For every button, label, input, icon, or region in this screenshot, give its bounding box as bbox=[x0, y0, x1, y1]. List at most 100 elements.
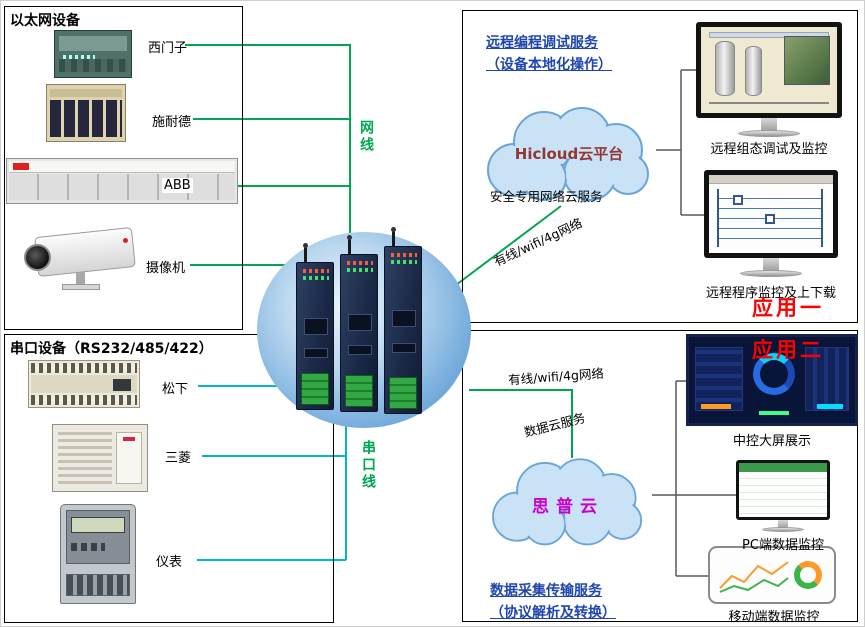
monitor-stand bbox=[763, 258, 779, 271]
gateway-port bbox=[392, 310, 416, 328]
ladder-screenshot bbox=[709, 175, 833, 253]
mitsubishi-led bbox=[123, 437, 135, 441]
bigscreen-accent bbox=[701, 404, 731, 409]
device-label-siemens: 西门子 bbox=[148, 41, 188, 56]
gateway-leds bbox=[303, 269, 329, 273]
ethernet-cable-label: 网线 bbox=[358, 120, 374, 154]
meter-lcd bbox=[71, 517, 125, 533]
monitor-base bbox=[738, 130, 800, 137]
siemens-panel bbox=[59, 36, 127, 51]
monitor2-label: 远程程序监控及上下载 bbox=[705, 286, 836, 301]
app2-box bbox=[462, 330, 858, 622]
gateway-device-3 bbox=[384, 227, 422, 414]
line-to-sipucloud bbox=[469, 389, 573, 458]
gateway-port bbox=[304, 318, 328, 336]
gateway-leds bbox=[347, 261, 373, 265]
scada-monitor-image bbox=[696, 22, 842, 137]
bigscreen-chart-left bbox=[695, 347, 743, 411]
app1-service-subtitle: （设备本地化操作） bbox=[486, 57, 612, 73]
ladder-monitor-image bbox=[704, 170, 838, 277]
camera-led bbox=[123, 238, 128, 243]
pc-monitor-image bbox=[736, 460, 830, 532]
bigscreen-accent bbox=[759, 411, 789, 415]
gateway-port bbox=[348, 345, 372, 356]
gateway-leds bbox=[391, 253, 417, 257]
mitsubishi-plc-image bbox=[52, 424, 148, 492]
abb-plc-image bbox=[6, 158, 238, 204]
schneider-rail bbox=[50, 89, 122, 97]
app1-box bbox=[462, 10, 858, 323]
meter-image bbox=[60, 504, 136, 604]
schneider-plc-image bbox=[46, 84, 126, 142]
abb-top-strip bbox=[9, 161, 235, 173]
device-label-mitsubishi: 三菱 bbox=[165, 451, 192, 466]
bigscreen-donut-chart bbox=[753, 353, 795, 395]
schneider-modules bbox=[50, 100, 122, 137]
gateway-device-1 bbox=[296, 243, 334, 410]
device-label-schneider: 施耐德 bbox=[152, 115, 192, 130]
sipucloud-cloud-shape: 思普云 bbox=[480, 450, 656, 550]
monitor-stand bbox=[761, 118, 777, 131]
bigscreen-label: 中控大屏展示 bbox=[732, 434, 811, 449]
gateway-leds bbox=[347, 268, 373, 272]
panasonic-plc-image bbox=[28, 360, 140, 408]
hicloud-cloud-shape: Hicloud云平台 bbox=[478, 98, 660, 206]
meter-buttons bbox=[71, 543, 105, 551]
antenna-icon bbox=[347, 235, 352, 255]
camera-mount bbox=[76, 272, 85, 285]
sipucloud-name: 思普云 bbox=[532, 497, 604, 517]
app1-badge: 应用一 bbox=[752, 296, 824, 320]
mobile-line-chart bbox=[719, 561, 789, 593]
camera-image bbox=[20, 224, 138, 294]
app1-cloud-caption: 安全专用网络云服务 bbox=[490, 189, 603, 204]
mobile-label: 移动端数据监控 bbox=[728, 610, 820, 625]
device-label-meter: 仪表 bbox=[156, 555, 183, 570]
gateway-leds bbox=[391, 260, 417, 264]
mitsubishi-vents bbox=[58, 432, 112, 484]
device-label-panasonic: 松下 bbox=[162, 382, 189, 397]
ethernet-devices-box bbox=[4, 6, 243, 330]
hicloud-name: Hicloud云平台 bbox=[514, 145, 624, 164]
serial-box-title: 串口设备（RS232/485/422） bbox=[10, 341, 213, 357]
gateway-port bbox=[304, 347, 328, 358]
panasonic-display bbox=[113, 379, 131, 391]
big-screen-image bbox=[686, 334, 858, 426]
app1-service-title: 远程编程调试服务 bbox=[486, 35, 598, 51]
meter-terminals bbox=[66, 574, 130, 596]
gateway-port bbox=[392, 343, 416, 354]
camera-lens bbox=[24, 244, 51, 271]
siemens-terminals bbox=[59, 59, 127, 72]
panasonic-face bbox=[31, 375, 137, 393]
monitor-base bbox=[762, 527, 804, 532]
siemens-led-row bbox=[63, 55, 95, 59]
ethernet-box-title: 以太网设备 bbox=[10, 13, 80, 29]
siemens-plc-image bbox=[54, 30, 132, 78]
bigscreen-accent bbox=[817, 404, 843, 409]
gateway-device-2 bbox=[340, 235, 378, 412]
mobile-donut-chart bbox=[794, 561, 822, 589]
line-to-hicloud bbox=[451, 205, 562, 289]
mobile-device-image bbox=[708, 546, 836, 604]
panasonic-terminals-top bbox=[31, 363, 137, 373]
pc-table-screenshot bbox=[739, 463, 827, 517]
serial-devices-box bbox=[4, 334, 334, 623]
camera-base bbox=[62, 284, 100, 290]
serial-cable-label: 串口线 bbox=[360, 440, 376, 491]
monitor-base bbox=[740, 270, 802, 277]
abb-modules bbox=[9, 174, 235, 200]
app2-service-subtitle: （协议解析及转换） bbox=[490, 605, 616, 621]
monitor1-label: 远程组态调试及监控 bbox=[710, 142, 828, 157]
gateway-port bbox=[348, 314, 372, 332]
device-label-abb: ABB bbox=[162, 178, 193, 193]
app2-badge: 应用二 bbox=[752, 338, 824, 362]
gateway-leds bbox=[303, 276, 329, 280]
pc-label: PC端数据监控 bbox=[742, 538, 824, 553]
gateway-terminal-block bbox=[345, 375, 373, 407]
antenna-icon bbox=[391, 227, 396, 247]
panasonic-terminals-bottom bbox=[31, 395, 137, 405]
bigscreen-chart-right bbox=[805, 347, 849, 411]
app2-service-title: 数据采集传输服务 bbox=[490, 583, 602, 599]
device-label-camera: 摄像机 bbox=[146, 261, 186, 276]
scada-screenshot bbox=[701, 27, 837, 113]
